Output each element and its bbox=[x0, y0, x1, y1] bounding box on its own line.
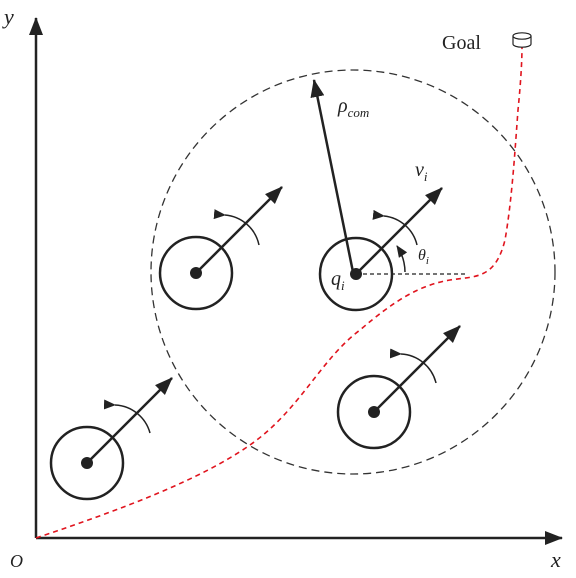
rho-com-label: ρcom bbox=[337, 95, 369, 120]
trajectory-path bbox=[35, 45, 523, 539]
theta-angle-arc bbox=[396, 245, 408, 273]
position-label: qi bbox=[331, 268, 345, 293]
robot-wheel-icon bbox=[336, 325, 461, 450]
axes bbox=[29, 17, 563, 545]
robot-wheel-icon bbox=[158, 186, 283, 311]
velocity-label: vi bbox=[415, 159, 428, 184]
x-axis-label: x bbox=[550, 547, 561, 572]
origin-label: O bbox=[10, 551, 23, 571]
goal-cylinder-icon bbox=[512, 32, 532, 48]
communication-range-circle bbox=[150, 69, 556, 475]
y-axis-label: y bbox=[2, 4, 14, 29]
theta-label: θi bbox=[418, 247, 429, 267]
goal-label: Goal bbox=[442, 32, 481, 54]
robot-wheel-icon bbox=[318, 187, 443, 312]
robot-wheel-icon bbox=[49, 377, 173, 501]
